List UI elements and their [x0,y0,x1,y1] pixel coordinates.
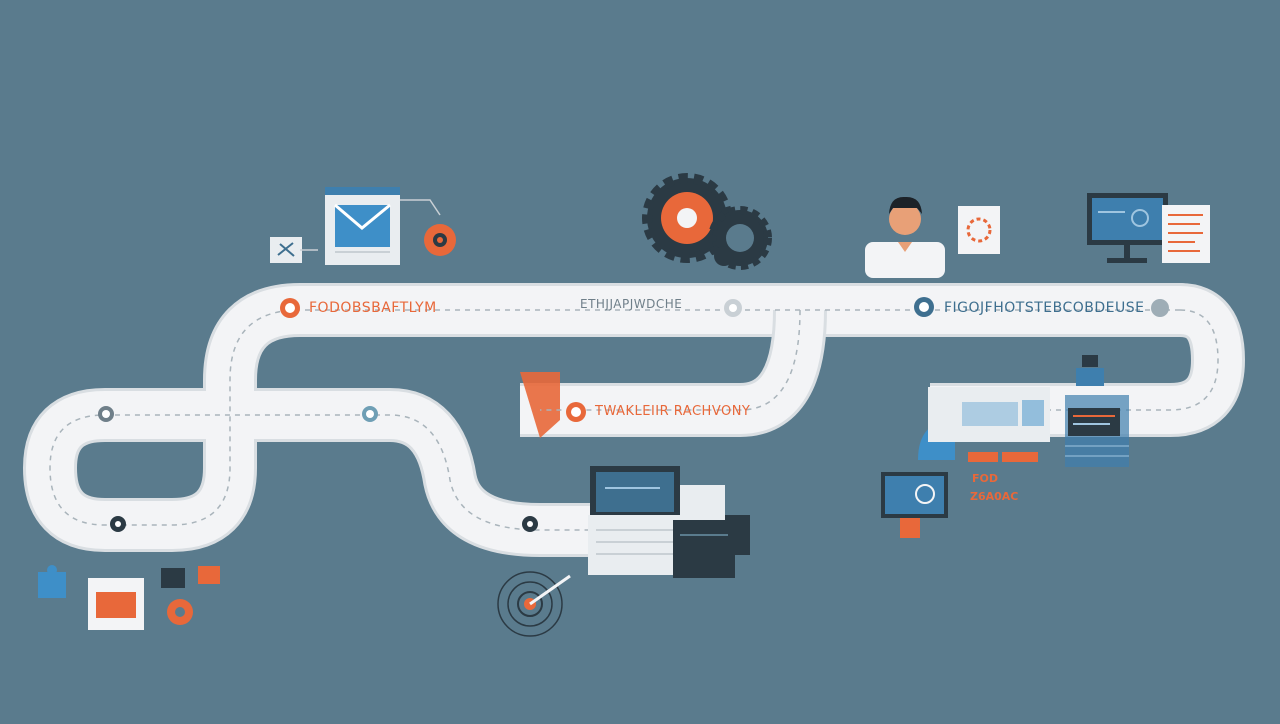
step-label-3: FIGOJFHOTSTEBCOBDEUSE [944,300,1145,316]
clipboard-icon [1162,205,1210,263]
gears-icon [642,173,772,270]
server-icon [1065,355,1129,467]
monitor-icon [1087,193,1168,263]
tools-icon [270,237,302,263]
milestone-marker-4 [1151,299,1169,317]
flower-gear-icon [424,224,456,256]
envelope-icon [325,187,400,265]
chat-icon [958,206,1000,254]
person-icon [865,196,945,278]
small-square-orange [198,566,220,584]
step-label-2: ETHJJAPJWDCHE [580,297,683,311]
folder-icon [88,578,144,630]
step-label-4: TWAKLEIIR RACHVONY [595,404,751,419]
badge-label: FOD [972,472,998,485]
milestone-markers [98,297,1169,532]
road-path [23,283,1246,557]
small-square-dark [161,568,185,588]
printer-icon [673,485,750,578]
dashboard-icon [881,387,1050,538]
step-label-1: FODOBSBAFTLYM [309,300,437,316]
target-icon [497,571,571,637]
badge-label-2: Z6A0AC [970,490,1019,503]
puzzle-icon [38,565,66,598]
